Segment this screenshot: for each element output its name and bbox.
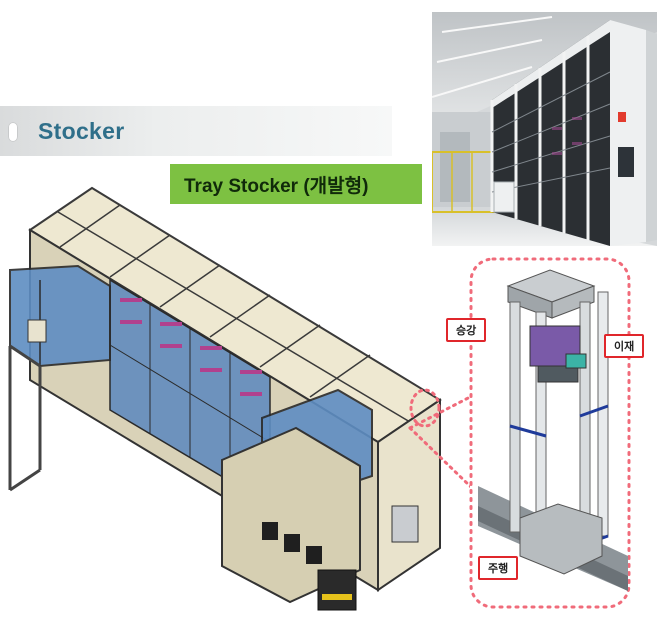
callout-transfer: 이재 (604, 334, 645, 358)
stocker-photo (432, 12, 657, 246)
callout-lift: 승강 (446, 318, 487, 342)
crane-detail-view (469, 257, 631, 609)
stocker-3d-drawing (8, 186, 470, 611)
callout-travel: 주행 (478, 556, 519, 580)
section-header-band (0, 106, 392, 156)
section-title: Stocker (38, 118, 125, 144)
tray-stocker-tag: Tray Stocker (개발형) (170, 164, 422, 204)
header-bullet-icon (8, 122, 18, 142)
